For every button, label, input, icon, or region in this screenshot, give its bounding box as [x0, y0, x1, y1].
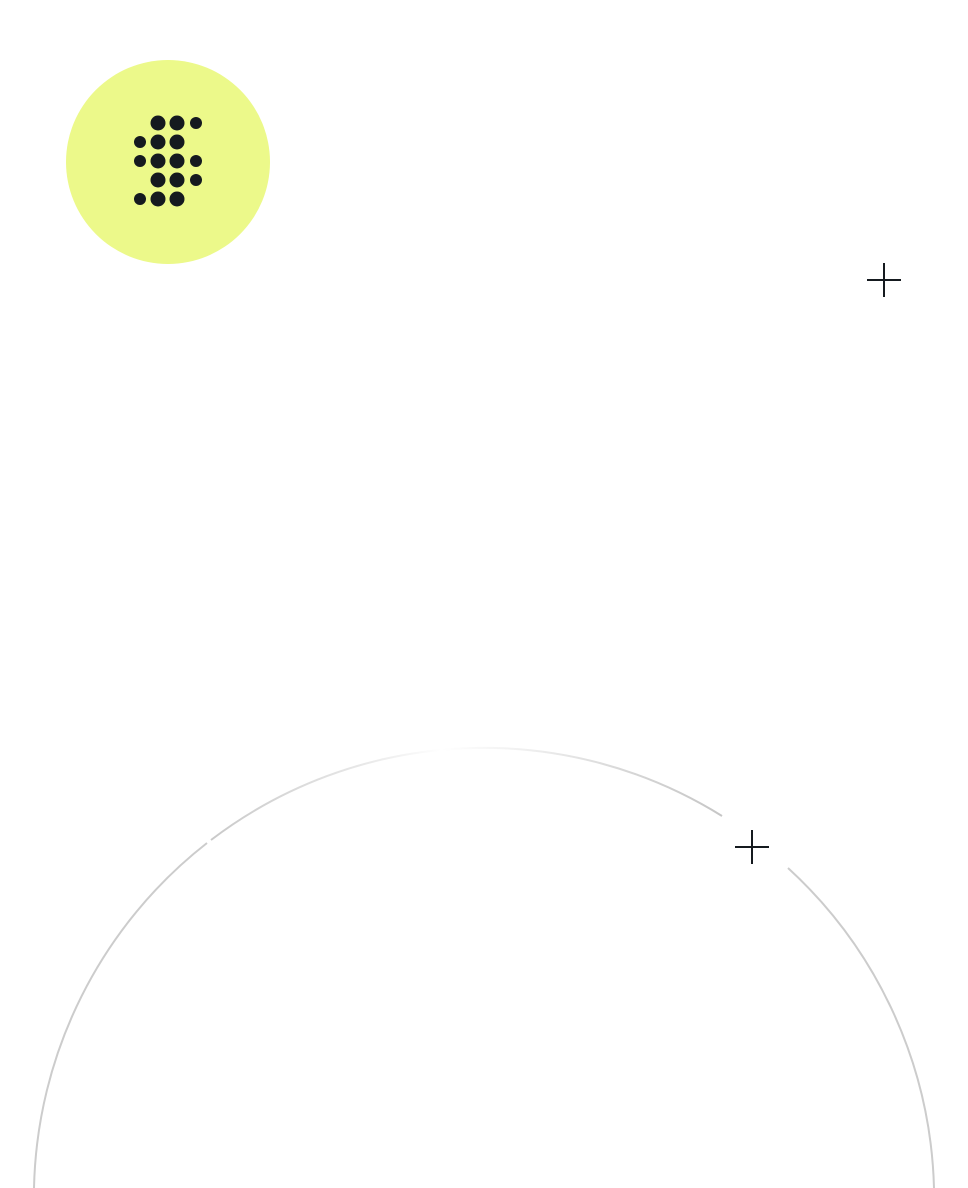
plus-icon [867, 263, 901, 297]
arc-segment-top [210, 746, 723, 841]
arc-segment-right [787, 867, 935, 1188]
plus-icon [735, 830, 769, 864]
arc-segment-left [33, 842, 208, 1188]
dot-matrix-s-logo-icon [66, 60, 270, 264]
logo-badge[interactable] [66, 60, 270, 264]
